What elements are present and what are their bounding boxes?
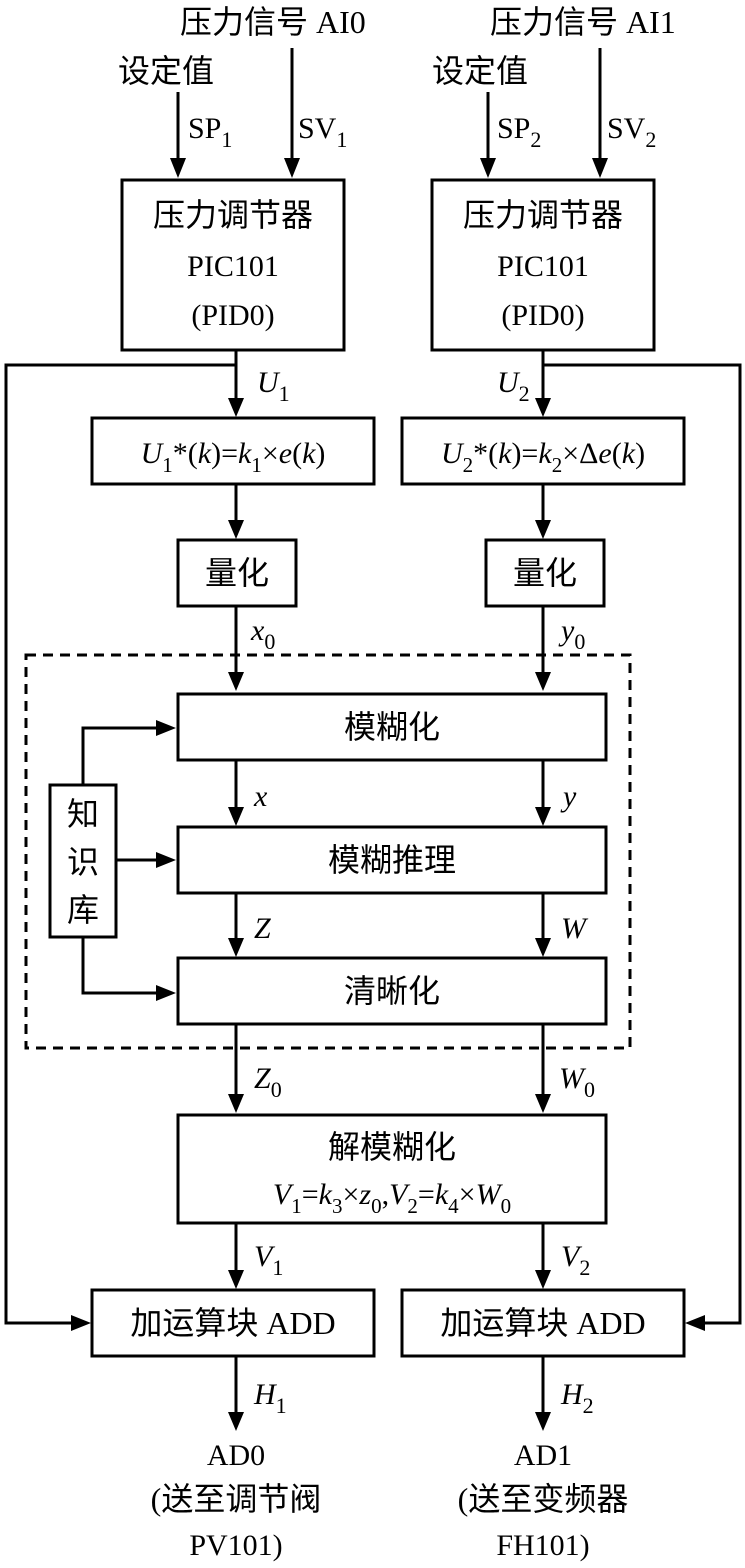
left-z0-arrowhead xyxy=(228,1094,244,1113)
right-setpoint-label: 设定值 xyxy=(432,53,528,89)
inference-box xyxy=(176,825,608,895)
right-to-quantize-arrowhead xyxy=(535,520,551,539)
kb-to-inference-arrowhead xyxy=(156,852,176,868)
right-controller-tag: PIC101 xyxy=(497,250,589,283)
left-h-label: H1 xyxy=(253,1378,287,1418)
right-y-arrowhead xyxy=(535,807,551,826)
right-y0-arrowhead xyxy=(535,672,551,691)
right-output-device: FH101) xyxy=(496,1529,589,1562)
kb-to-defuzzify-arrowhead xyxy=(156,985,176,1001)
left-v-label: V1 xyxy=(254,1240,283,1280)
right-controller-name: 压力调节器 xyxy=(463,197,623,233)
left-output-destination: (送至调节阀 xyxy=(151,1481,322,1517)
left-u-label: U1 xyxy=(257,366,290,406)
inference-label: 模糊推理 xyxy=(328,842,456,878)
right-u-label: U2 xyxy=(497,366,530,406)
left-input-signal-label: 压力信号 AI0 xyxy=(180,4,366,40)
right-output-destination: (送至变频器 xyxy=(458,1481,629,1517)
right-y-label: y xyxy=(560,780,577,813)
left-quantize-label: 量化 xyxy=(205,555,269,591)
right-quantize-label: 量化 xyxy=(513,555,577,591)
knowledge-base-char-2: 识 xyxy=(67,844,99,880)
left-h-arrowhead xyxy=(228,1412,244,1431)
left-output-device: PV101) xyxy=(189,1529,282,1562)
left-adder-box xyxy=(90,1288,376,1358)
left-controller-block: (PID0) xyxy=(191,299,274,332)
defuzz-scaling-box xyxy=(176,1113,608,1225)
left-controller-tag: PIC101 xyxy=(187,250,279,283)
knowledge-base-char-1: 知 xyxy=(67,796,99,832)
kb-to-fuzzify-arrowhead xyxy=(156,720,176,736)
defuzzify-box xyxy=(176,956,608,1026)
left-sp-label: SP1 xyxy=(188,112,232,152)
right-w-arrowhead xyxy=(535,938,551,957)
right-input-signal-label: 压力信号 AI1 xyxy=(490,4,676,40)
right-bypass-arrowhead xyxy=(685,1315,705,1331)
kb-to-fuzzify-line xyxy=(81,726,158,785)
right-sp-arrowhead xyxy=(480,158,496,178)
right-sv-arrowhead xyxy=(592,158,608,178)
left-x-label: x xyxy=(253,780,268,813)
left-z-label: Z xyxy=(254,912,271,945)
left-to-quantize-arrowhead xyxy=(228,520,244,539)
left-u-arrowhead xyxy=(228,398,244,417)
right-sp-label: SP2 xyxy=(497,112,541,152)
left-z0-label: Z0 xyxy=(254,1062,282,1102)
fuzzify-label: 模糊化 xyxy=(344,709,440,745)
right-controller-block: (PID0) xyxy=(501,299,584,332)
right-u-arrowhead xyxy=(535,398,551,417)
left-adder-label: 加运算块 ADD xyxy=(130,1305,335,1341)
kb-to-defuzzify-line xyxy=(81,937,158,995)
left-controller-box xyxy=(120,178,346,352)
right-bypass-line xyxy=(543,363,742,1325)
defuzz-scaling-formula: V1=k3×z0,V2=k4×W0 xyxy=(273,1178,511,1218)
right-h-arrowhead xyxy=(535,1412,551,1431)
right-adder-box xyxy=(400,1288,686,1358)
left-sp-arrowhead xyxy=(170,158,186,178)
right-w-label: W xyxy=(561,912,589,945)
right-quantize-box xyxy=(484,538,606,608)
right-y0-label: y0 xyxy=(558,614,585,654)
left-controller-name: 压力调节器 xyxy=(153,197,313,233)
left-setpoint-label: 设定值 xyxy=(118,53,214,89)
left-sv-arrowhead xyxy=(284,158,300,178)
left-x0-label: x0 xyxy=(250,614,275,654)
left-bypass-arrowhead xyxy=(71,1315,91,1331)
right-w0-label: W0 xyxy=(559,1062,595,1102)
left-scaling-formula: U1*(k)=k1×e(k) xyxy=(141,437,326,477)
left-scaling-box xyxy=(90,416,376,486)
defuzzify-label: 清晰化 xyxy=(344,973,440,1009)
right-adder-label: 加运算块 ADD xyxy=(440,1305,645,1341)
knowledge-base-char-3: 库 xyxy=(67,892,99,928)
right-sv-label: SV2 xyxy=(607,112,656,152)
left-x-arrowhead xyxy=(228,807,244,826)
right-h-label: H2 xyxy=(560,1378,594,1418)
left-z-arrowhead xyxy=(228,938,244,957)
right-v-arrowhead xyxy=(535,1270,551,1289)
right-output-channel: AD1 xyxy=(514,1439,572,1472)
right-scaling-formula: U2*(k)=k2×Δe(k) xyxy=(441,437,645,477)
right-v-label: V2 xyxy=(561,1240,590,1280)
right-scaling-box xyxy=(400,416,686,486)
left-bypass-line xyxy=(4,363,236,1325)
fuzzify-box xyxy=(176,692,608,762)
right-w0-arrowhead xyxy=(535,1094,551,1113)
left-sv-label: SV1 xyxy=(298,112,347,152)
defuzz-scaling-title: 解模糊化 xyxy=(328,1129,456,1165)
left-output-channel: AD0 xyxy=(207,1439,265,1472)
left-v-arrowhead xyxy=(228,1270,244,1289)
fuzzy-controller-region xyxy=(24,653,632,1050)
left-x0-arrowhead xyxy=(228,672,244,691)
